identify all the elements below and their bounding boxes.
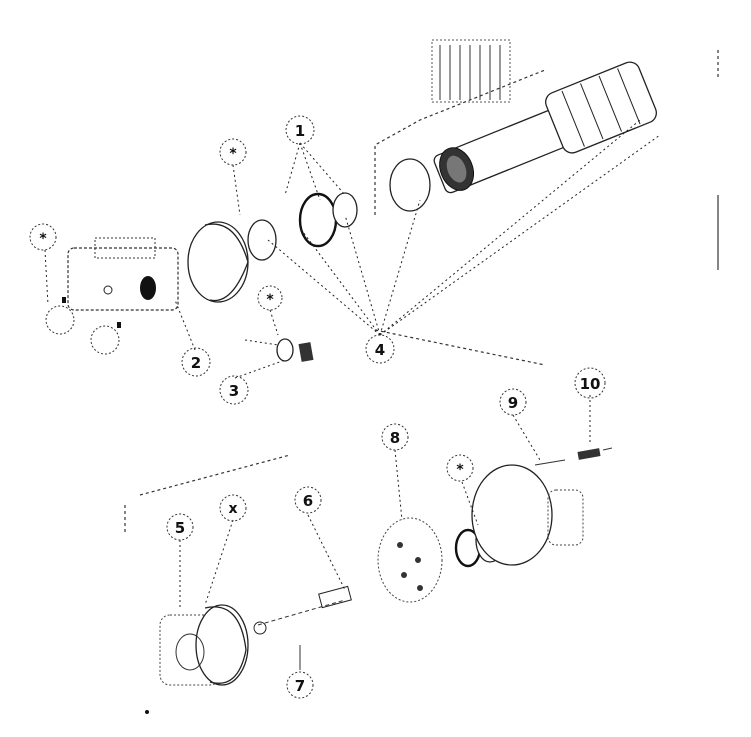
callout-star-upper-leader	[232, 164, 241, 216]
callout-4-leaders	[267, 119, 661, 336]
impeller	[377, 517, 443, 603]
callout-label-1: 1	[295, 122, 305, 140]
grille-block	[431, 39, 511, 103]
callout-3-leader	[234, 359, 286, 379]
drive-shaft-housing	[433, 61, 657, 194]
rear-shaft-bolt	[253, 585, 352, 635]
stray-dot	[145, 710, 149, 714]
o-ring-1	[298, 192, 358, 248]
callout-6-leader	[307, 514, 346, 591]
end-cover-disc	[471, 464, 584, 566]
shaft-enclosure-bottom	[374, 329, 546, 366]
callout-label-8: 8	[390, 429, 400, 447]
callout-label-star-left: *	[39, 231, 47, 247]
callout-label-9: 9	[508, 394, 518, 412]
callout-label-4: 4	[375, 341, 385, 359]
seal-ring-3	[244, 338, 314, 362]
callout-label-6: 6	[303, 492, 313, 510]
callout-label-star-mid: *	[266, 292, 274, 308]
shaft-gasket	[389, 158, 431, 212]
callout-8-leader	[394, 449, 403, 521]
washer	[247, 219, 277, 261]
callout-label-10: 10	[580, 375, 601, 393]
callout-star-mid-leader	[269, 309, 279, 336]
rear-housing	[159, 604, 249, 686]
callout-label-3: 3	[229, 382, 239, 400]
callout-9-leader	[512, 414, 541, 461]
callout-2-leader	[174, 299, 196, 351]
callout-label-star-lower: *	[456, 462, 464, 478]
front-cover-disc	[187, 221, 249, 303]
shaft-enclosure-line	[374, 69, 546, 215]
callout-1-leaders	[284, 142, 346, 201]
callout-label-x: x	[228, 501, 237, 517]
adjust-screw	[534, 447, 613, 466]
callout-label-7: 7	[295, 677, 305, 695]
callout-label-2: 2	[191, 354, 201, 372]
pump-body	[45, 237, 179, 355]
callout-label-5: 5	[175, 519, 185, 537]
lower-frame-top	[139, 454, 291, 496]
callout-x-lower-leader	[204, 519, 234, 606]
callout-star-left-leader	[44, 249, 49, 306]
callout-label-star-upper: *	[229, 146, 237, 162]
